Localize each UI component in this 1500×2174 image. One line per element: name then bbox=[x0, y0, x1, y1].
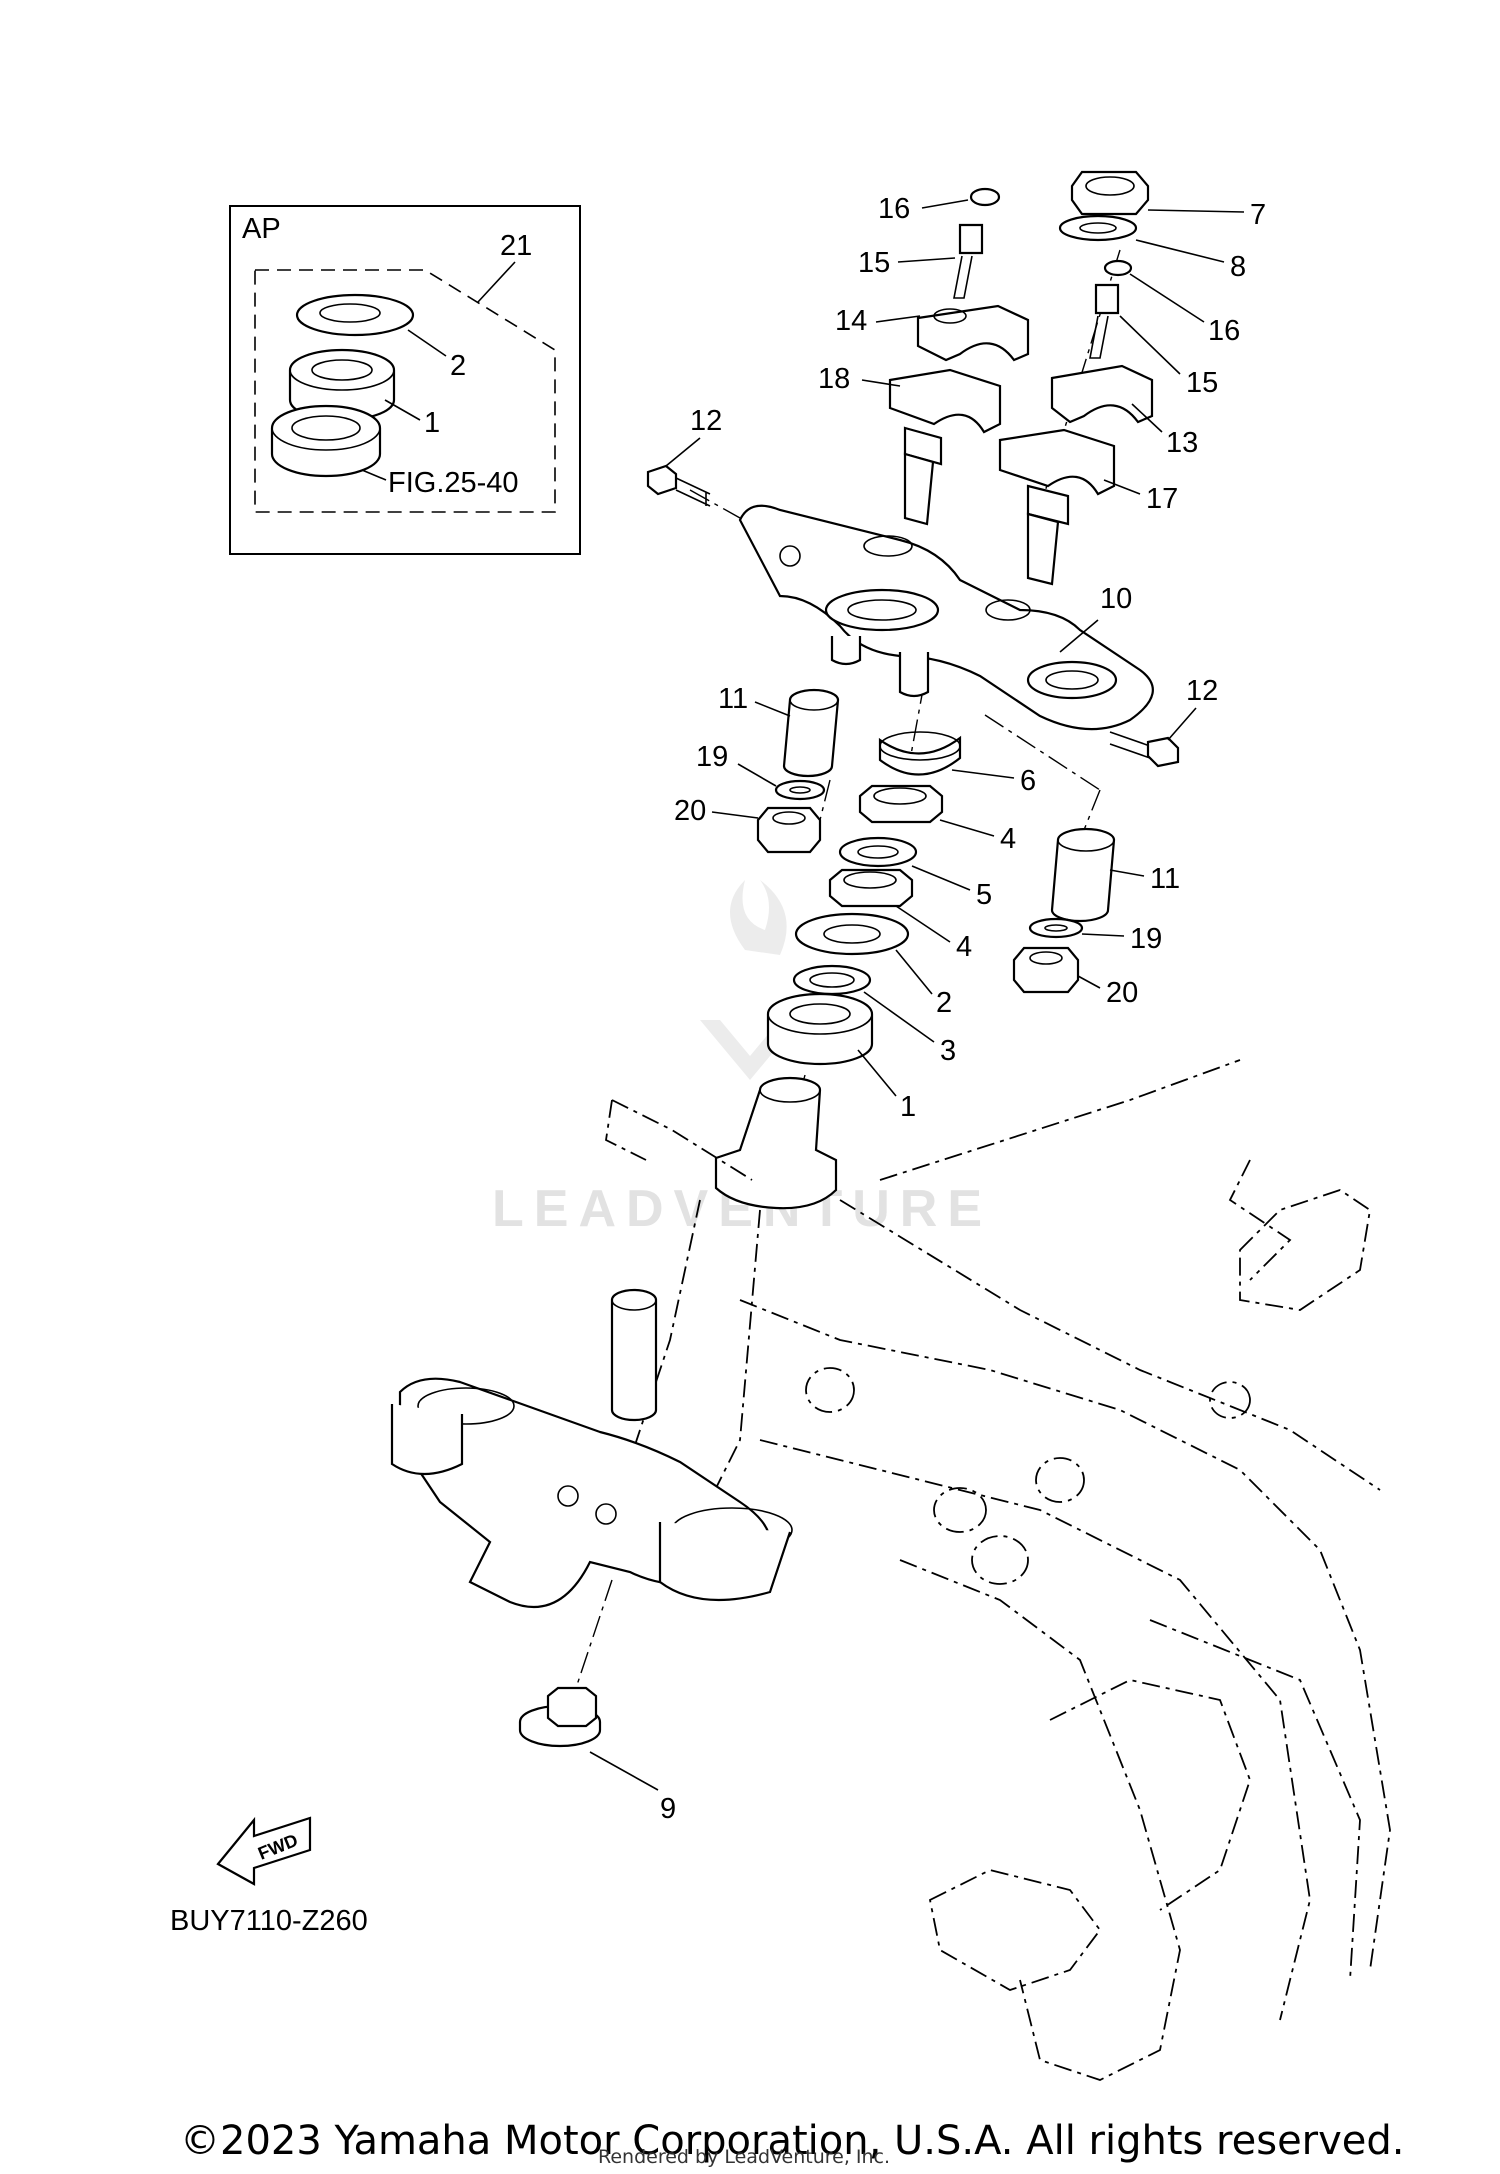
callout-7[interactable]: 7 bbox=[1250, 199, 1266, 231]
callout-12a[interactable]: 12 bbox=[690, 405, 722, 437]
upper-bracket-assembly: 16 15 14 18 7 8 16 15 bbox=[646, 170, 1266, 1131]
copyright-text: ©2023 Yamaha Motor Corporation, U.S.A. A… bbox=[180, 2118, 1405, 2164]
rendered-by-text: Rendered by LeadVenture, Inc. bbox=[598, 2146, 891, 2168]
callout-11a[interactable]: 11 bbox=[718, 683, 748, 715]
callout-5[interactable]: 5 bbox=[976, 879, 992, 911]
callout-16a[interactable]: 16 bbox=[878, 193, 910, 225]
callout-17[interactable]: 17 bbox=[1146, 483, 1178, 515]
fwd-arrow: FWD bbox=[216, 1816, 312, 1886]
inset-ref[interactable]: FIG.25-40 bbox=[388, 467, 519, 499]
callout-4a[interactable]: 4 bbox=[1000, 823, 1016, 855]
callout-20a[interactable]: 20 bbox=[674, 795, 706, 827]
callout-3[interactable]: 3 bbox=[940, 1035, 956, 1067]
diagram-id: BUY7110-Z260 bbox=[170, 1905, 368, 1937]
callout-19b[interactable]: 19 bbox=[1130, 923, 1162, 955]
callout-15a[interactable]: 15 bbox=[858, 247, 890, 279]
inset-callout-2[interactable]: 2 bbox=[450, 350, 466, 382]
callout-18[interactable]: 18 bbox=[818, 363, 850, 395]
frame-outline: 9 bbox=[390, 1059, 1391, 2081]
callout-2[interactable]: 2 bbox=[936, 987, 952, 1019]
watermark: LEADVENTURE bbox=[492, 880, 982, 1238]
callout-13[interactable]: 13 bbox=[1166, 427, 1198, 459]
callout-1[interactable]: 1 bbox=[900, 1091, 916, 1123]
callout-4b[interactable]: 4 bbox=[956, 931, 972, 963]
callout-14[interactable]: 14 bbox=[835, 305, 867, 337]
callout-15b[interactable]: 15 bbox=[1186, 367, 1218, 399]
inset-label: AP bbox=[242, 213, 281, 245]
callout-6[interactable]: 6 bbox=[1020, 765, 1036, 797]
inset-callout-1[interactable]: 1 bbox=[424, 407, 440, 439]
callout-20b[interactable]: 20 bbox=[1106, 977, 1138, 1009]
callout-16b[interactable]: 16 bbox=[1208, 315, 1240, 347]
callout-19a[interactable]: 19 bbox=[696, 741, 728, 773]
callout-12b[interactable]: 12 bbox=[1186, 675, 1218, 707]
callout-10[interactable]: 10 bbox=[1100, 583, 1132, 615]
callout-11b[interactable]: 11 bbox=[1150, 863, 1180, 895]
callout-8[interactable]: 8 bbox=[1230, 251, 1246, 283]
inset-box: AP 21 2 1 FIG.25-40 bbox=[229, 205, 581, 555]
callout-9[interactable]: 9 bbox=[660, 1793, 676, 1825]
callout-21[interactable]: 21 bbox=[500, 230, 532, 262]
